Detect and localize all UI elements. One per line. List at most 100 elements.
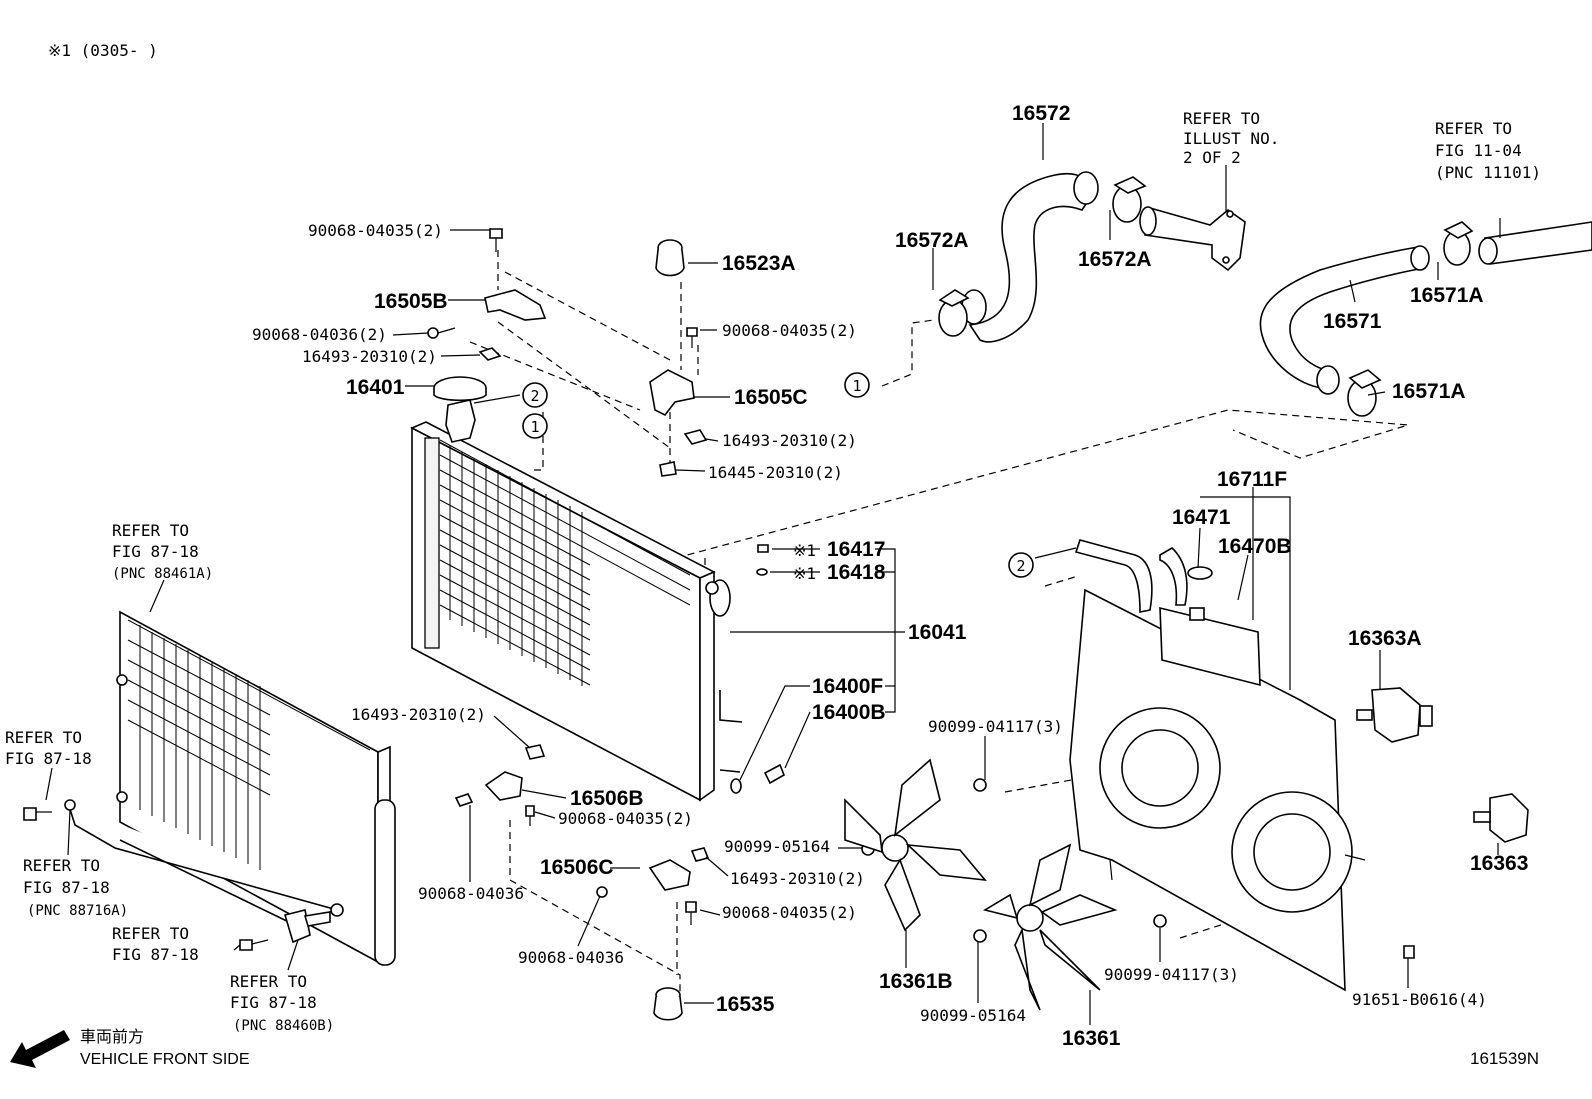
vehicle-front-indicator: 車両前方 VEHICLE FRONT SIDE: [10, 1027, 250, 1068]
label-90068-04036-b: 90068-04036: [418, 884, 524, 903]
label-90068-04035-b: 90068-04035(2): [722, 321, 857, 340]
callout-2-shroud: 2: [1008, 552, 1034, 578]
label-refer-88716A-3: (PNC 88716A): [27, 903, 128, 919]
label-16572: 16572: [1012, 102, 1070, 125]
label-16470B: 16470B: [1218, 535, 1292, 558]
radiator-cap-16401: [433, 376, 487, 402]
label-16493-b: 16493-20310(2): [722, 431, 857, 450]
label-16471: 16471: [1172, 506, 1231, 529]
leader-lines: [45, 123, 1501, 1025]
label-16505B: 16505B: [374, 290, 448, 313]
label-refer-fig1104-3: (PNC 11101): [1435, 163, 1541, 182]
label-16535: 16535: [716, 993, 775, 1016]
label-90099-05164-b: 90099-05164: [920, 1006, 1026, 1025]
condenser-pipes: [64, 799, 344, 944]
label-16493-d: 16493-20310(2): [730, 869, 865, 888]
label-90068-04035-a: 90068-04035(2): [308, 221, 443, 240]
radiator-core-grid: [439, 439, 691, 686]
callout-2-radiator: 2: [522, 382, 548, 408]
label-16493-c: 16493-20310(2): [351, 705, 486, 724]
label-91651: 91651-B0616(4): [1352, 990, 1487, 1009]
hose-clamp-16571A-bottom: [1347, 369, 1382, 417]
direction-en: VEHICLE FRONT SIDE: [80, 1051, 250, 1068]
direction-jp: 車両前方: [80, 1027, 144, 1046]
radiator-assembly: [410, 421, 743, 802]
fan-16361B: [844, 758, 987, 932]
hose-clamp-16572A-left: [938, 289, 970, 337]
label-refer-88460B-1: REFER TO: [230, 972, 307, 991]
label-16400B: 16400B: [812, 701, 886, 724]
svg-text:1: 1: [852, 377, 861, 395]
label-16505C: 16505C: [734, 386, 808, 409]
label-refer-illust-2: ILLUST NO.: [1183, 129, 1279, 148]
engine-inlet-pipe: [1478, 221, 1592, 265]
front-arrow-icon: [10, 1030, 70, 1068]
bolts-and-brackets: [23, 228, 1415, 1021]
hose-clamp-16571A-top: [1443, 221, 1474, 266]
label-refer-88461A-1: REFER TO: [112, 521, 189, 540]
svg-text:2: 2: [530, 387, 539, 405]
label-90068-04036-c: 90068-04036: [518, 948, 624, 967]
fan-shroud-16711F: [1069, 588, 1366, 992]
label-refer-88716A-2: FIG 87-18: [23, 878, 110, 897]
label-refer-88461A-3: (PNC 88461A): [112, 566, 213, 582]
label-90068-04035-d: 90068-04035(2): [722, 903, 857, 922]
fan-motor-16363: [1473, 793, 1529, 843]
fan-motor-16363A: [1356, 687, 1433, 743]
label-refer-88716A-1: REFER TO: [23, 856, 100, 875]
label-refer-8718-b2: FIG 87-18: [112, 945, 199, 964]
label-90099-04117-b: 90099-04117(3): [1104, 965, 1239, 984]
svg-text:1: 1: [530, 418, 539, 436]
label-mark1-b: ※1: [793, 564, 816, 583]
label-refer-8718-a1: REFER TO: [5, 728, 82, 747]
label-16445: 16445-20310(2): [708, 463, 843, 482]
label-16506B: 16506B: [570, 787, 644, 810]
label-16493-a: 16493-20310(2): [302, 347, 437, 366]
lower-radiator-hose: [1259, 245, 1430, 395]
part-labels: 16572 16572A 16572A REFER TO ILLUST NO. …: [5, 102, 1541, 1050]
label-90068-04035-c: 90068-04035(2): [558, 809, 693, 828]
label-refer-88460B-3: (PNC 88460B): [233, 1018, 334, 1034]
label-16401: 16401: [346, 376, 405, 399]
reservoir-hose-16471: [1074, 539, 1213, 613]
label-refer-88461A-2: FIG 87-18: [112, 542, 199, 561]
label-90099-04117-a: 90099-04117(3): [928, 717, 1063, 736]
condenser-assembly: [116, 610, 396, 966]
illustration-number: 161539N: [1470, 1049, 1539, 1068]
label-16523A: 16523A: [722, 252, 796, 275]
label-16571: 16571: [1323, 310, 1382, 333]
label-90099-05164-a: 90099-05164: [724, 837, 830, 856]
label-90068-04036-a: 90068-04036(2): [252, 325, 387, 344]
radiator-filler-neck: [445, 399, 476, 443]
label-16363A: 16363A: [1348, 627, 1422, 650]
label-16571A-bottom: 16571A: [1392, 380, 1466, 403]
label-16418: 16418: [827, 561, 886, 584]
label-16572A-right: 16572A: [1078, 248, 1152, 271]
header-note: ※1 (0305- ): [48, 41, 158, 60]
water-outlet-pipe: [1139, 206, 1246, 272]
label-16571A-top: 16571A: [1410, 284, 1484, 307]
label-16041: 16041: [908, 621, 967, 644]
label-16711F: 16711F: [1217, 468, 1287, 491]
label-refer-illust-1: REFER TO: [1183, 109, 1260, 128]
label-refer-fig1104-1: REFER TO: [1435, 119, 1512, 138]
label-refer-fig1104-2: FIG 11-04: [1435, 141, 1522, 160]
label-16506C: 16506C: [540, 856, 614, 879]
callout-1-radiator: 1: [522, 413, 548, 439]
callout-1-top: 1: [844, 372, 870, 398]
label-16572A-left: 16572A: [895, 229, 969, 252]
label-16400F: 16400F: [812, 675, 883, 698]
reservoir-tank-16470B: [1159, 606, 1261, 687]
label-refer-88460B-2: FIG 87-18: [230, 993, 317, 1012]
label-mark1-a: ※1: [793, 541, 816, 560]
upper-radiator-hose: [961, 171, 1099, 343]
fan-16361: [982, 843, 1118, 1011]
svg-text:2: 2: [1016, 557, 1025, 575]
label-refer-8718-a2: FIG 87-18: [5, 749, 92, 768]
label-16361: 16361: [1062, 1027, 1121, 1050]
label-16417: 16417: [827, 538, 885, 561]
hose-clamp-16572A-right: [1112, 176, 1147, 223]
label-16363: 16363: [1470, 852, 1528, 875]
label-16361B: 16361B: [879, 970, 953, 993]
